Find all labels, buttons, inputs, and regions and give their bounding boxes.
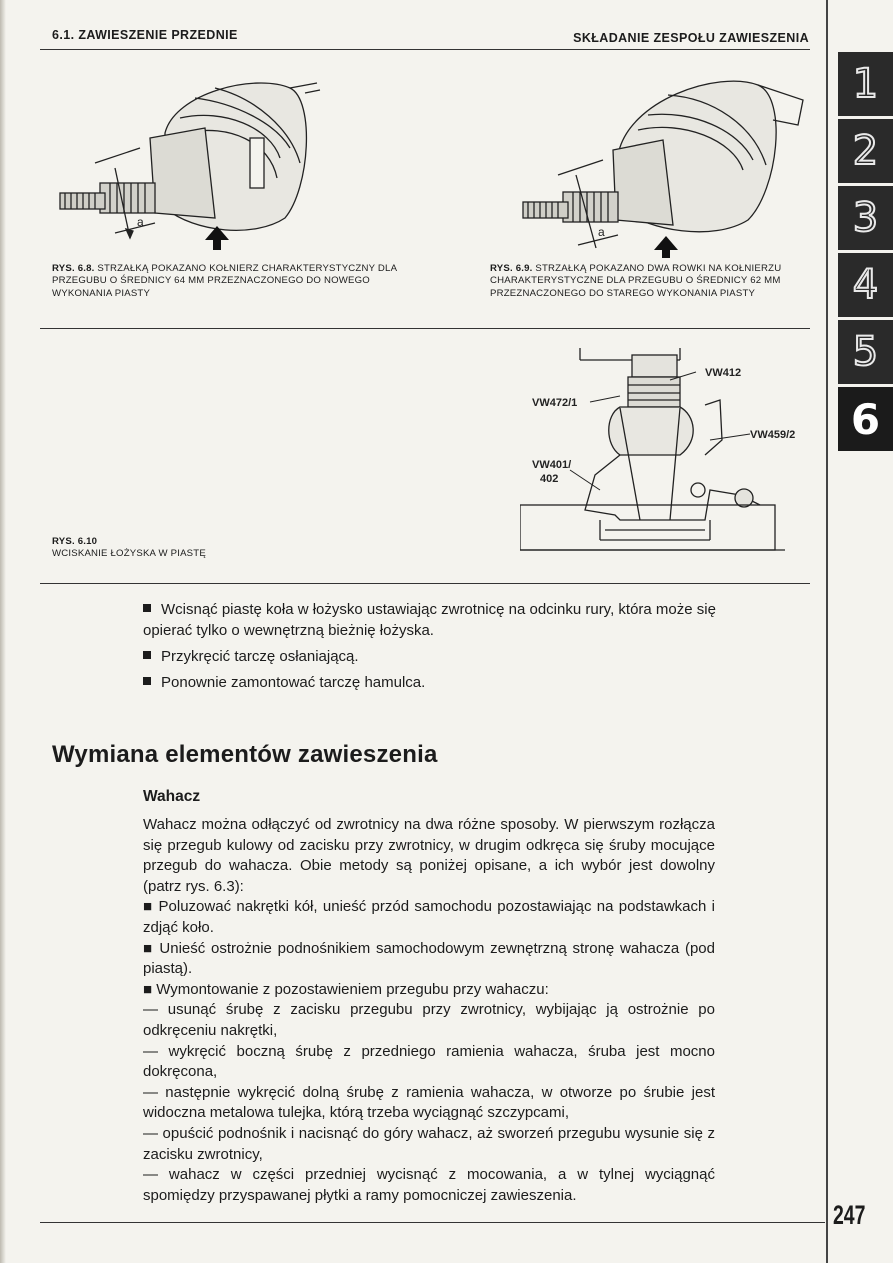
figure-6-8: a <box>55 68 335 258</box>
caption-label: Rys. 6.9. <box>490 263 533 274</box>
running-header-left: 6.1. ZAWIESZENIE PRZEDNIE <box>52 28 238 42</box>
callout-vw472-1: VW472/1 <box>532 397 577 409</box>
bullet-item: Przykręcić tarczę osłaniającą. <box>143 646 723 667</box>
procedure-bullets: Wcisnąć piastę koła w łożysko ustawiając… <box>143 599 723 698</box>
cv-joint-drawing-64mm: a <box>59 82 321 250</box>
body-paragraph: — usunąć śrubę z zacisku przegubu przy z… <box>143 1001 715 1039</box>
page-number: 247 <box>833 1200 866 1230</box>
caption-6-9: Rys. 6.9. STRZAŁKĄ POKAZANO DWA ROWKI NA… <box>490 263 820 300</box>
caption-text: STRZAŁKĄ POKAZANO KOŁNIERZ CHARAKTERYSTY… <box>52 263 397 299</box>
chapter-tab-1[interactable]: 1 <box>838 52 893 119</box>
caption-6-10: Rys. 6.10 WCISKANIE ŁOŻYSKA W PIASTĘ <box>52 536 302 561</box>
bullet-square-icon <box>143 677 151 685</box>
figure-divider-bottom <box>40 583 810 584</box>
body-paragraph: — opuścić podnośnik i nacisnąć do góry w… <box>143 1124 715 1163</box>
running-header-right: SKŁADANIE ZESPOŁU ZAWIESZENIA <box>573 31 809 45</box>
callout-vw412: VW412 <box>705 367 741 379</box>
bullet-item: Wcisnąć piastę koła w łożysko ustawiając… <box>143 601 716 639</box>
body-paragraph: — wykręcić boczną śrubę z przedniego ram… <box>143 1042 715 1081</box>
callout-vw401: VW401/ <box>532 459 571 471</box>
body-paragraph: ■ Poluzować nakrętki kół, unieść przód s… <box>143 898 715 936</box>
body-paragraph: Wahacz można odłączyć od zwrotnicy na dw… <box>143 816 715 895</box>
caption-6-8: Rys. 6.8. STRZAŁKĄ POKAZANO KOŁNIERZ CHA… <box>52 263 412 300</box>
chapter-tabs: 1 2 3 4 5 6 <box>838 52 893 454</box>
arrow-icon <box>205 226 229 250</box>
dimension-a: a <box>137 215 144 229</box>
subsection-body: Wahacz można odłączyć od zwrotnicy na dw… <box>143 815 715 1206</box>
caption-label: Rys. 6.8. <box>52 263 95 274</box>
callout-vw459-2: VW459/2 <box>750 429 795 441</box>
figure-6-9: a <box>518 70 808 260</box>
caption-text: WCISKANIE ŁOŻYSKA W PIASTĘ <box>52 548 206 560</box>
callout-402: 402 <box>540 473 558 485</box>
chapter-tab-4[interactable]: 4 <box>838 253 893 320</box>
chapter-tab-2[interactable]: 2 <box>838 119 893 186</box>
chapter-tab-6-active[interactable]: 6 <box>838 387 893 454</box>
body-paragraph: ■ Wymontowanie z pozostawieniem przegubu… <box>143 980 549 998</box>
caption-text: STRZAŁKĄ POKAZANO DWA ROWKI NA KOŁNIERZU… <box>490 263 782 299</box>
chapter-tab-3[interactable]: 3 <box>838 186 893 253</box>
bullet-square-icon <box>143 651 151 659</box>
cv-joint-drawing-62mm: a <box>522 80 804 258</box>
body-paragraph: ■ Unieść ostrożnie podnośnikiem samochod… <box>143 939 715 978</box>
bullet-item: Ponownie zamontować tarczę hamulca. <box>143 672 723 693</box>
arrow-icon <box>654 236 678 258</box>
margin-rule <box>826 0 828 1263</box>
binding-shadow <box>0 0 6 1263</box>
chapter-tab-5[interactable]: 5 <box>838 320 893 387</box>
footer-rule <box>40 1222 825 1223</box>
figure-divider <box>40 328 810 329</box>
figure-6-10: VW412 VW472/1 VW459/2 VW401/ 402 <box>520 340 815 570</box>
bullet-square-icon <box>143 604 151 612</box>
caption-label: Rys. 6.10 <box>52 536 98 547</box>
subsection-title: Wahacz <box>143 788 201 805</box>
body-paragraph: — następnie wykręcić dolną śrubę z ramie… <box>143 1083 715 1122</box>
body-paragraph: — wahacz w części przedniej wycisnąć z m… <box>143 1166 715 1204</box>
dimension-a: a <box>598 225 605 239</box>
press-fixture-drawing: VW412 VW472/1 VW459/2 VW401/ 402 <box>520 348 795 551</box>
header-rule <box>40 49 810 50</box>
section-title: Wymiana elementów zawieszenia <box>52 741 438 768</box>
